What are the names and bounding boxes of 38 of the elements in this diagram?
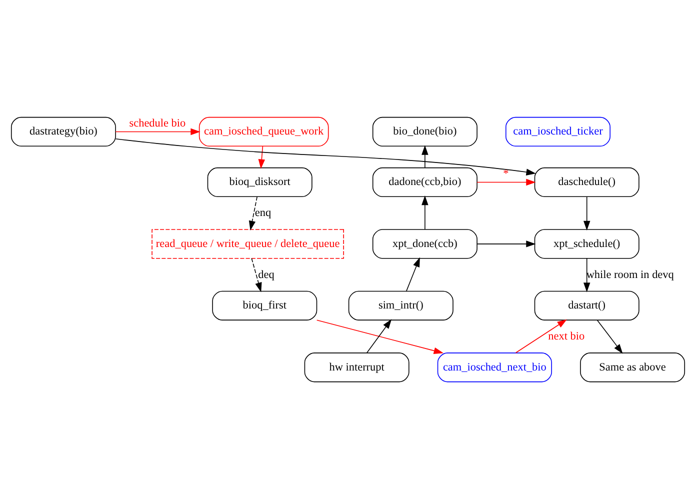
arrow: [115, 138, 536, 175]
arrow: [422, 144, 428, 168]
node-box: cam_iosched_next_bio: [437, 352, 552, 382]
node-box: bioq_first: [212, 290, 318, 320]
node-box: hw interrupt: [304, 352, 410, 382]
node-box: xpt_schedule(): [534, 228, 640, 258]
arrow: [476, 240, 536, 247]
arrow: [366, 318, 392, 353]
node-box: read_queue / write_queue / delete_queue: [152, 228, 344, 258]
arrow: [406, 256, 420, 291]
arrow: [248, 196, 258, 230]
edge-label: deq: [258, 268, 274, 280]
arrow: [476, 178, 536, 186]
node-box: xpt_done(ccb): [372, 228, 478, 258]
node-box: Same as above: [580, 352, 686, 382]
edge-label: enq: [254, 206, 272, 219]
node-box: bioq_disksort: [207, 166, 312, 197]
node-box: dastart(): [534, 290, 640, 320]
edge-label: while room in devq: [586, 268, 674, 280]
arrow: [583, 196, 590, 230]
arrow: [316, 319, 444, 354]
node-box: cam_iosched_ticker: [506, 116, 610, 146]
node-box: dastrategy(bio): [10, 116, 116, 146]
node-box: daschedule(): [534, 166, 640, 197]
arrow: [258, 146, 265, 168]
arrow: [515, 318, 567, 353]
arrow: [596, 319, 623, 354]
node-box: cam_iosched_queue_work: [198, 116, 329, 146]
arrow: [583, 257, 590, 292]
arrow: [115, 128, 200, 135]
edge-label: next bio: [548, 330, 585, 342]
arrow: [422, 194, 428, 230]
node-box: bio_done(bio): [372, 116, 478, 146]
arrow: [251, 257, 262, 292]
edge-label: schedule bio: [129, 116, 186, 129]
node-box: sim_intr(): [348, 290, 454, 320]
node-box: dadone(ccb,bio): [372, 166, 478, 197]
edge-label: *: [503, 167, 509, 180]
